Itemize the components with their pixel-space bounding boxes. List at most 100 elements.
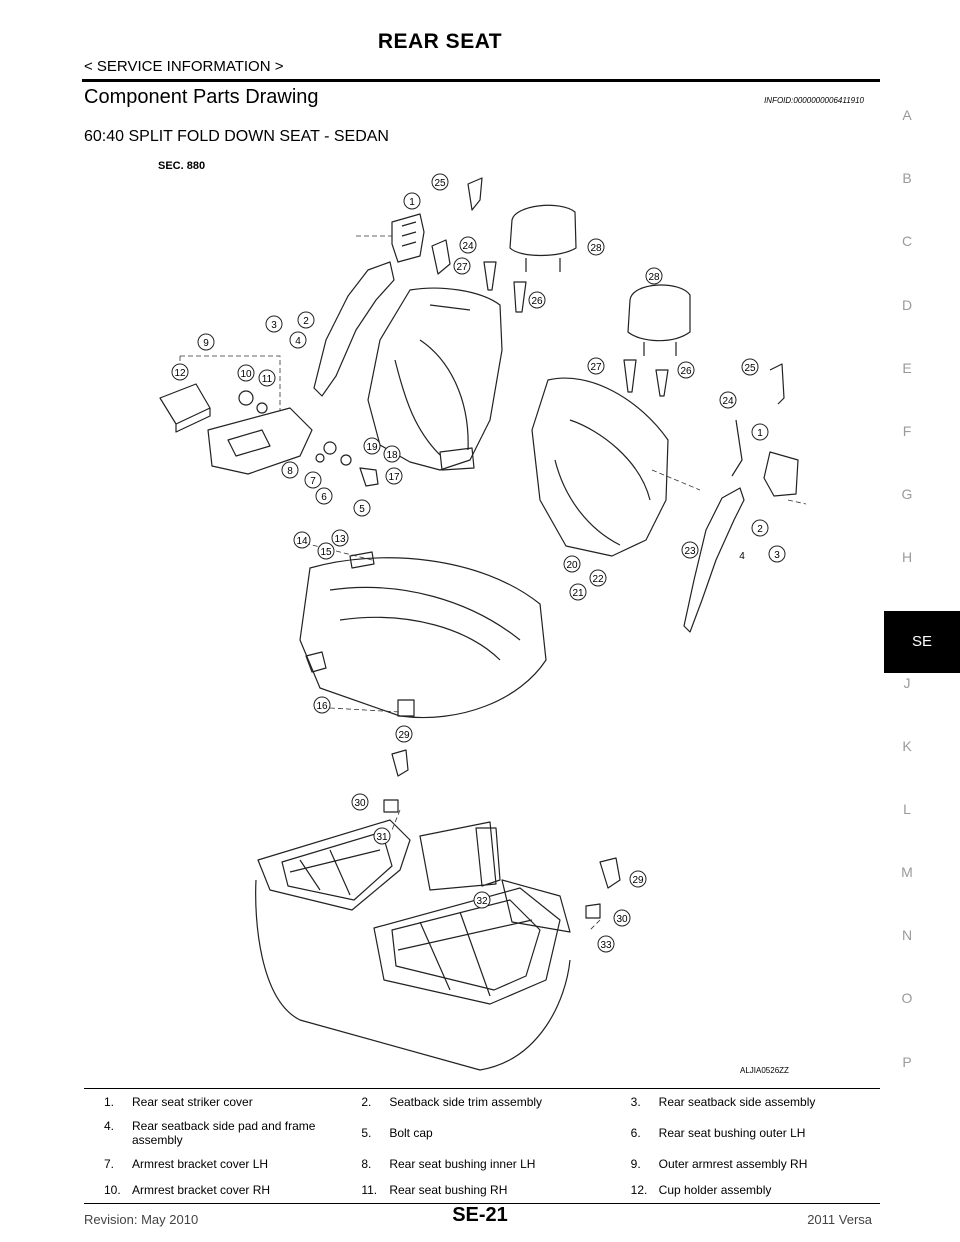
callout-4b: 4	[739, 551, 745, 562]
header-rule	[82, 79, 880, 82]
svg-text:13: 13	[334, 534, 346, 545]
svg-text:3: 3	[271, 320, 277, 331]
svg-text:4: 4	[739, 551, 745, 562]
svg-text:16: 16	[316, 701, 328, 712]
legend-row: 4. Rear seatback side pad and frame assem…	[84, 1115, 880, 1151]
legend-row: 10.Armrest bracket cover RH 11.Rear seat…	[84, 1177, 880, 1203]
side-index-tab[interactable]: K	[902, 737, 912, 754]
side-index-tab[interactable]: D	[901, 296, 913, 313]
side-index-tab[interactable]: G	[901, 486, 913, 503]
svg-text:11: 11	[262, 374, 273, 385]
callout-6: 6	[315, 487, 333, 505]
legend-item: 12.Cup holder assembly	[611, 1183, 880, 1197]
legend-text: Cup holder assembly	[658, 1183, 772, 1197]
legend-row: 7.Armrest bracket cover LH 8. Rear seat b…	[84, 1151, 880, 1177]
legend-item: 9.Outer armrest assembly RH	[611, 1157, 880, 1171]
svg-text:22: 22	[592, 574, 604, 585]
legend-number: 4.	[104, 1119, 115, 1133]
svg-text:7: 7	[310, 476, 316, 487]
callout-21: 21	[569, 583, 587, 601]
armrest	[207, 407, 313, 475]
svg-text:8: 8	[287, 466, 293, 477]
legend-item: 8. Rear seat bushing inner LH	[353, 1157, 610, 1171]
side-index-tab[interactable]: B	[902, 170, 912, 187]
svg-text:27: 27	[590, 362, 602, 373]
callout-25b: 25	[741, 358, 759, 376]
svg-text:25: 25	[744, 363, 756, 374]
headrest-rh	[627, 284, 691, 342]
legend-number: 2.	[361, 1095, 372, 1109]
callout-24b: 24	[719, 391, 737, 409]
legend-item: 2. Seatback side trim assembly	[353, 1095, 610, 1109]
footer-model: 2011 Versa	[807, 1212, 872, 1227]
side-trim-rh	[683, 487, 745, 633]
side-index-tab[interactable]: C	[901, 233, 913, 250]
callout-7: 7	[304, 471, 322, 489]
callout-10: 10	[237, 364, 255, 382]
legend-text: Rear seatback side pad and frame assembl…	[132, 1119, 316, 1147]
callout-19: 19	[363, 437, 381, 455]
callout-17: 17	[385, 467, 403, 485]
callout-30: 30	[351, 793, 369, 811]
svg-text:19: 19	[366, 442, 378, 453]
seatback-lh	[367, 287, 503, 471]
svg-text:29: 29	[632, 875, 644, 886]
svg-text:27: 27	[456, 262, 468, 273]
callout-13: 13	[331, 529, 349, 547]
svg-text:6: 6	[321, 492, 327, 503]
legend-item: 5.Bolt cap	[353, 1126, 610, 1140]
side-index-tab[interactable]: J	[903, 674, 911, 691]
svg-text:1: 1	[409, 197, 415, 208]
side-index-tab[interactable]: H	[901, 549, 913, 566]
svg-text:1: 1	[757, 428, 763, 439]
legend-item: 3. Rear seatback side assembly	[611, 1095, 880, 1109]
side-index-tab[interactable]: F	[902, 422, 912, 439]
footer-page-number: SE-21	[452, 1204, 508, 1226]
side-index-tab[interactable]: N	[901, 927, 913, 944]
side-index-tab[interactable]: O	[901, 990, 913, 1007]
sec-label: SEC. 880	[158, 160, 206, 172]
legend-row: 1.Rear seat striker cover 2.Seatback sid…	[84, 1089, 880, 1115]
side-index-tab[interactable]: E	[902, 359, 912, 376]
footer-revision: Revision: May 2010	[84, 1212, 199, 1227]
subheading: 60:40 SPLIT FOLD DOWN SEAT - SEDAN	[84, 128, 389, 145]
svg-text:24: 24	[722, 396, 734, 407]
legend-number: 3.	[630, 1095, 641, 1109]
callout-29b: 29	[629, 870, 647, 888]
legend-item: 4. Rear seatback side pad and frame assem…	[84, 1119, 353, 1147]
svg-text:33: 33	[600, 940, 612, 951]
callout-24: 24	[459, 236, 477, 254]
callout-1: 1	[403, 192, 421, 210]
callout-9: 9	[197, 333, 215, 351]
exploded-parts-diagram: 1 1 2 2 3 3 4 4 5 6 7 8 9 10 11 12 13 14…	[159, 173, 807, 1071]
callout-20: 20	[563, 555, 581, 573]
svg-text:30: 30	[616, 914, 628, 925]
svg-text:17: 17	[388, 472, 400, 483]
info-id: INFOID:0000000006411910	[764, 96, 864, 105]
side-index-tab[interactable]: M	[901, 864, 913, 881]
svg-text:23: 23	[684, 546, 696, 557]
callout-28: 28	[587, 238, 605, 256]
legend-text: Rear seat bushing inner LH	[389, 1157, 536, 1171]
svg-text:5: 5	[359, 504, 365, 515]
side-index-tab-active[interactable]: SE	[884, 610, 960, 673]
section-label: < SERVICE INFORMATION >	[84, 58, 284, 75]
side-index-tab[interactable]: P	[902, 1053, 912, 1070]
svg-text:2: 2	[303, 316, 309, 327]
callout-4: 4	[289, 331, 307, 349]
legend-number: 8.	[361, 1157, 372, 1171]
svg-text:30: 30	[354, 798, 366, 809]
side-index-tab[interactable]: A	[902, 107, 912, 123]
svg-text:4: 4	[295, 336, 301, 347]
legend-item: 7.Armrest bracket cover LH	[84, 1157, 353, 1171]
svg-text:14: 14	[296, 536, 308, 547]
callout-27: 27	[453, 257, 471, 275]
side-index-tab[interactable]: L	[903, 800, 911, 817]
legend-number: 1.	[104, 1095, 115, 1109]
legend-text: Rear seatback side assembly	[658, 1095, 816, 1109]
callout-22: 22	[589, 569, 607, 587]
legend-text: Seatback side trim assembly	[389, 1095, 543, 1109]
seat-frame	[257, 819, 411, 911]
svg-text:26: 26	[531, 296, 543, 307]
svg-text:28: 28	[590, 243, 602, 254]
